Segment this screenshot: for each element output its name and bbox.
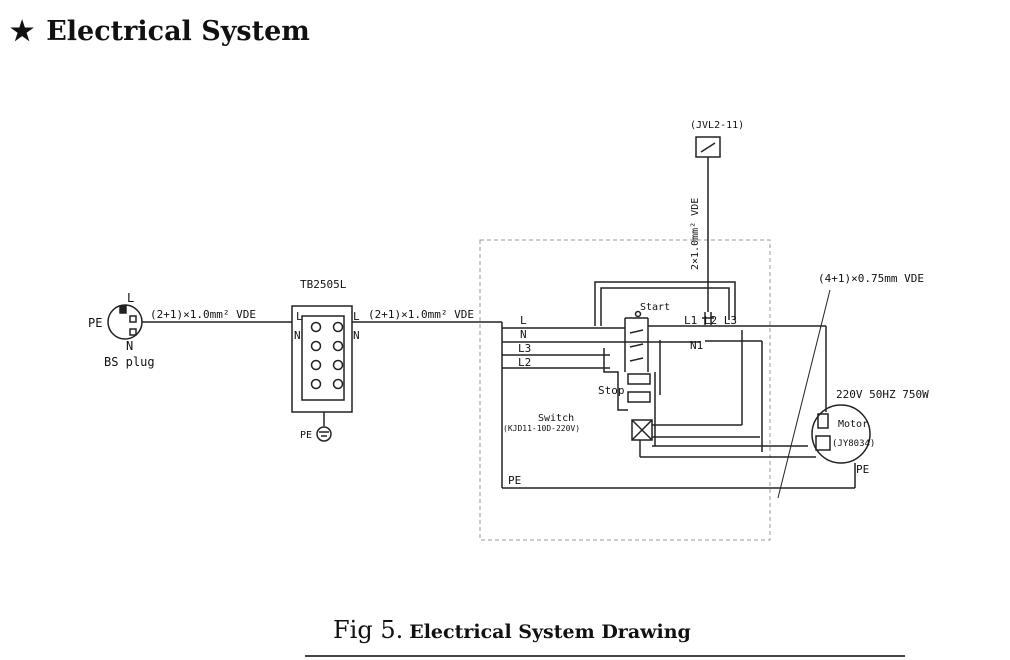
line-label-n: N — [520, 328, 527, 341]
motor-label: Motor — [838, 419, 868, 430]
star-icon: ★ — [10, 16, 35, 47]
line-label-pe: PE — [508, 474, 521, 487]
plug-cable-label: (2+1)×1.0mm² VDE — [150, 308, 256, 321]
start-label: Start — [640, 302, 670, 313]
motor-capacitor — [815, 435, 831, 451]
figure-number: Fig 5. — [333, 616, 404, 644]
control-box-outline — [479, 239, 771, 541]
tb-n-in-label: N — [294, 329, 301, 342]
motor-capacitor-label: (JY8034) — [832, 439, 875, 449]
tb-cable-label: (2+1)×1.0mm² VDE — [368, 308, 474, 321]
limit-switch-label: (JVL2-11) — [690, 120, 744, 131]
stop-label: Stop — [598, 384, 625, 397]
terminal-block — [291, 305, 353, 442]
tb-name-label: TB2505L — [300, 278, 347, 291]
figure-title: Electrical System Drawing — [409, 621, 691, 643]
terminals-label: L1 L2 L3 — [684, 314, 737, 327]
tb-n-out-label: N — [353, 329, 360, 342]
tb-l-in-label: L — [296, 310, 303, 323]
motor-pe-label: PE — [856, 463, 869, 476]
n1-label: N1 — [690, 339, 703, 352]
plug-n-label: N — [126, 339, 133, 353]
motor-rating-label: 220V 50HZ 750W — [836, 388, 929, 401]
plug-l-label: L — [127, 291, 134, 305]
tb-pe-label: PE — [300, 430, 312, 441]
plug-pe-label: PE — [88, 316, 102, 330]
motor — [811, 404, 871, 464]
motor-cable-label: (4+1)×0.75mm VDE — [818, 272, 924, 285]
line-label-l: L — [520, 314, 527, 327]
line-label-l3: L3 — [518, 342, 531, 355]
contactor — [603, 310, 653, 441]
line-label-l2: L2 — [518, 356, 531, 369]
page-title: Electrical System — [46, 16, 310, 47]
plug-name-label: BS plug — [104, 355, 155, 369]
figure-caption: Fig 5.Electrical System Drawing — [333, 616, 691, 644]
bs-plug — [107, 304, 143, 340]
switch-label: Switch — [538, 413, 574, 424]
caption-rule — [305, 655, 905, 657]
page-heading: ★ Electrical System — [10, 16, 310, 47]
switch-model-label: (KJD11-10D-220V) — [503, 424, 580, 433]
limit-switch-cable-label: 2×1.0mm² VDE — [690, 198, 701, 270]
tb-l-out-label: L — [353, 310, 360, 323]
